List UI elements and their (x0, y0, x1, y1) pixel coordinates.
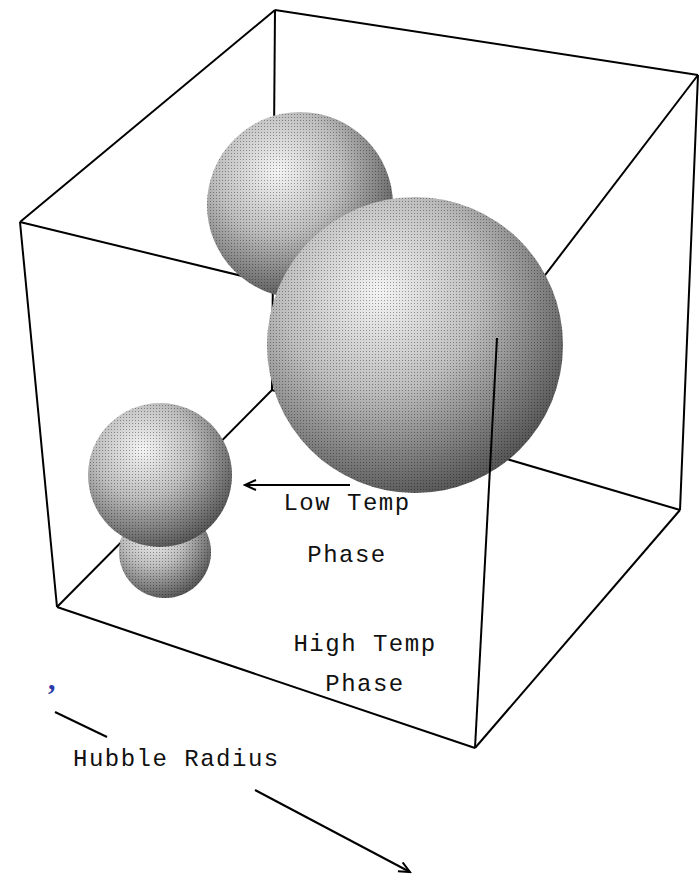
cube-edge (475, 338, 497, 748)
pointer-arrow (245, 484, 350, 486)
bubbles (88, 112, 563, 598)
dimension-line (55, 712, 107, 737)
phase-label: Low Temp Phase (272, 478, 422, 582)
dimension-arrow (255, 790, 410, 872)
phase-label: High Temp Phase (285, 625, 445, 705)
dimension-label: Hubble Radius (73, 745, 280, 775)
cube-edges (20, 10, 698, 748)
stray-mark: , (48, 664, 56, 694)
